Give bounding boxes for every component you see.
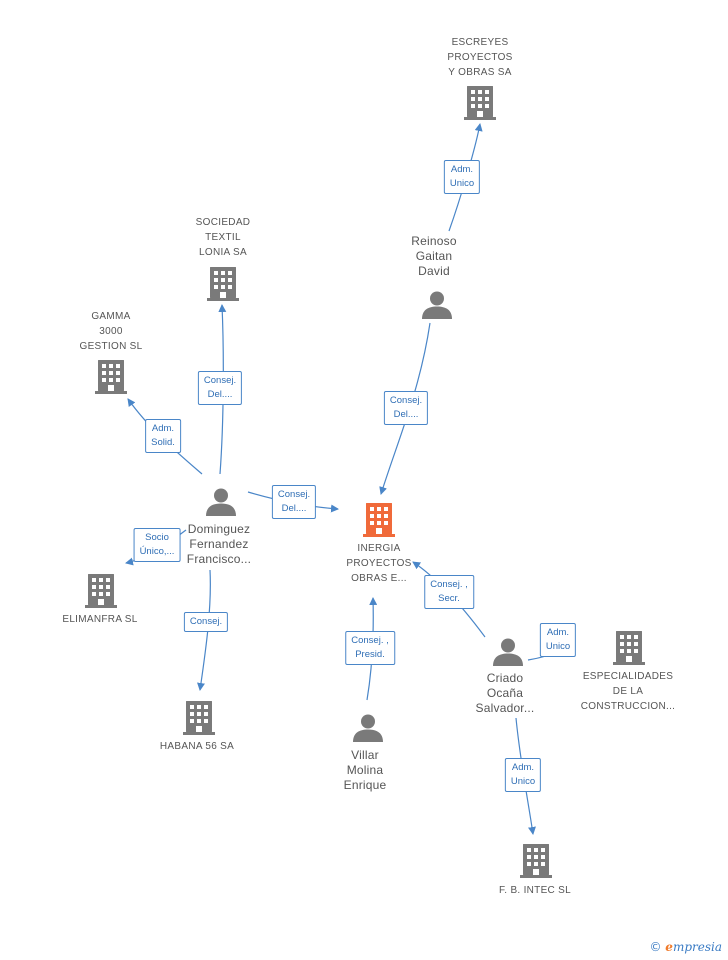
node-label-line: GESTION SL (79, 341, 143, 352)
node-label-line: ESCREYES (451, 37, 509, 48)
edge-label-line: Secr. (438, 593, 460, 604)
edge-label-line: Unico (545, 641, 571, 652)
edge-label-criado-to-especialidades[interactable]: Adm. Unico (539, 623, 577, 657)
building-icon-gamma[interactable] (95, 360, 127, 394)
edge-label-line: Socio (145, 532, 169, 543)
node-label-line: Ocaña (486, 686, 524, 700)
node-label-line: Reinoso (411, 234, 457, 248)
node-label-line: HABANA 56 SA (159, 741, 235, 752)
node-label-line: Enrique (343, 778, 387, 792)
node-label-line: Criado (486, 671, 524, 685)
edge-label-line: Unico (449, 178, 475, 189)
edge-label-dominguez-to-gamma[interactable]: Adm. Solid. (145, 419, 181, 453)
node-label-line: Salvador... (475, 701, 535, 715)
edge-label-criado-to-fb_intec[interactable]: Adm. Unico (504, 758, 542, 792)
edge-label-line: Consej. (189, 616, 223, 627)
person-icon-dominguez[interactable] (206, 488, 236, 517)
node-label-line: PROYECTOS (447, 52, 513, 63)
node-label-line: Francisco... (186, 552, 252, 566)
edge-label-line: Consej. , (351, 635, 389, 646)
edge-label-villar-to-inergia[interactable]: Consej. , Presid. (345, 631, 395, 665)
node-label-line: Fernandez (189, 537, 249, 551)
node-label-line: DE LA (612, 686, 644, 697)
edge-label-line: Consej. , (430, 579, 468, 590)
node-label-line: David (418, 264, 450, 278)
edge-label-line: Adm. (511, 762, 535, 773)
edge-label-dominguez-to-habana[interactable]: Consej. (183, 612, 229, 632)
building-icon-fb_intec[interactable] (520, 844, 552, 878)
building-icon-habana[interactable] (183, 701, 215, 735)
node-label-line: Y OBRAS SA (448, 67, 512, 78)
node-label-habana[interactable]: HABANA 56 SA (160, 739, 234, 754)
edge-label-line: Unico (510, 776, 536, 787)
person-icon-criado[interactable] (493, 638, 523, 667)
node-label-line: INERGIA (357, 543, 401, 554)
node-label-line: Molina (346, 763, 384, 777)
building-icon-elimanfra[interactable] (85, 574, 117, 608)
node-label-line: PROYECTOS (346, 558, 412, 569)
copyright-icon: © (649, 940, 662, 954)
edge-label-line: Adm. (450, 164, 474, 175)
node-label-inergia[interactable]: INERGIA PROYECTOS OBRAS E... (346, 541, 411, 586)
edge-label-line: Presid. (355, 649, 385, 660)
node-label-fb_intec[interactable]: F. B. INTEC SL (499, 883, 571, 898)
edge-label-dominguez-to-sociedad_textil[interactable]: Consej. Del.... (197, 371, 243, 405)
node-label-especialidades[interactable]: ESPECIALIDADES DE LA CONSTRUCCION... (581, 669, 676, 714)
edge-label-line: Adm. (546, 627, 570, 638)
node-label-line: OBRAS E... (351, 573, 407, 584)
node-label-elimanfra[interactable]: ELIMANFRA SL (62, 612, 137, 627)
edge-label-line: Consej. (389, 395, 423, 406)
edge-label-line: Del.... (281, 503, 307, 514)
node-label-line: TEXTIL (205, 232, 241, 243)
node-label-line: Villar (351, 748, 379, 762)
edge-label-line: Solid. (151, 437, 175, 448)
edge-label-reinoso-to-escreyes[interactable]: Adm. Unico (443, 160, 481, 194)
node-label-sociedad_textil[interactable]: SOCIEDAD TEXTIL LONIA SA (196, 215, 251, 260)
empresia-logo[interactable]: © empresia (649, 940, 722, 954)
edge-label-line: Consej. (277, 489, 311, 500)
node-label-line: CONSTRUCCION... (580, 701, 676, 712)
person-icon-villar[interactable] (353, 714, 383, 743)
node-label-line: SOCIEDAD (195, 217, 251, 228)
person-icon-reinoso[interactable] (422, 291, 452, 320)
edge-label-dominguez-to-inergia[interactable]: Consej. Del.... (271, 485, 317, 519)
edge-label-criado-to-inergia[interactable]: Consej. , Secr. (424, 575, 474, 609)
edge-label-line: Único,... (139, 546, 175, 557)
edge-label-line: Adm. (151, 423, 175, 434)
building-icon-inergia[interactable] (363, 503, 395, 537)
node-label-line: ESPECIALIDADES (582, 671, 674, 682)
building-icon-escreyes[interactable] (464, 86, 496, 120)
edge-label-line: Consej. (203, 375, 237, 386)
edge-label-line: Del.... (393, 409, 419, 420)
edge-label-reinoso-to-inergia[interactable]: Consej. Del.... (383, 391, 429, 425)
edge-label-line: Del.... (207, 389, 233, 400)
node-label-line: 3000 (99, 326, 123, 337)
node-label-line: LONIA SA (199, 247, 247, 258)
building-icon-especialidades[interactable] (613, 631, 645, 665)
node-label-line: F. B. INTEC SL (499, 885, 571, 896)
node-label-line: GAMMA (91, 311, 131, 322)
node-label-line: Dominguez (187, 522, 251, 536)
node-label-line: Gaitan (415, 249, 453, 263)
node-label-line: ELIMANFRA SL (62, 614, 138, 625)
building-icon-sociedad_textil[interactable] (207, 267, 239, 301)
node-label-escreyes[interactable]: ESCREYES PROYECTOS Y OBRAS SA (447, 35, 512, 80)
